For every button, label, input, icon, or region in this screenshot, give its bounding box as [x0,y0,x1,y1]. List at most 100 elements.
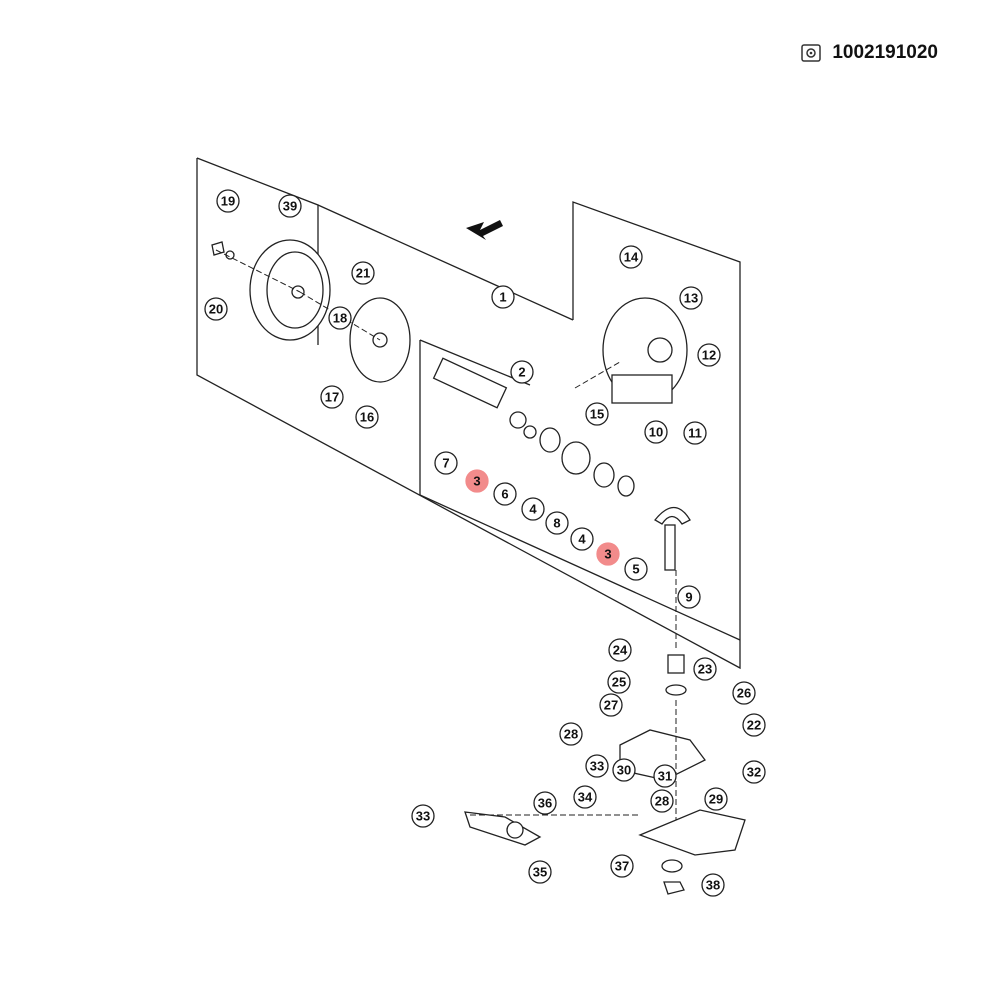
callout-19[interactable]: 19 [216,189,240,213]
part-number-header: 1002191020 [800,42,938,64]
callout-3[interactable]: 3 [596,542,620,566]
callout-circle [677,585,701,609]
callout-label: 3 [604,547,611,562]
callout-23[interactable]: 23 [693,657,717,681]
lever-part [464,811,542,846]
callout-10[interactable]: 10 [644,420,668,444]
callout-11[interactable]: 11 [683,421,707,445]
callout-circle [491,285,515,309]
callout-16[interactable]: 16 [355,405,379,429]
callout-circle [624,557,648,581]
callout-34[interactable]: 34 [573,785,597,809]
callout-39[interactable]: 39 [278,194,302,218]
callout-6[interactable]: 6 [493,482,517,506]
callout-label: 2 [518,365,525,380]
callout-label: 26 [737,686,751,701]
callout-circle [278,194,302,218]
callout-37[interactable]: 37 [610,854,634,878]
inner-panel-outline [419,340,741,641]
callout-1[interactable]: 1 [491,285,515,309]
callout-label: 29 [709,792,723,807]
callout-circle [732,681,756,705]
callout-22[interactable]: 22 [742,713,766,737]
callout-8[interactable]: 8 [545,511,569,535]
callout-label: 20 [209,302,223,317]
callout-label: 21 [356,266,370,281]
callout-12[interactable]: 12 [697,343,721,367]
fork-part [654,506,691,525]
callout-35[interactable]: 35 [528,860,552,884]
callout-circle [679,286,703,310]
callout-circle [434,451,458,475]
callout-circle [355,405,379,429]
callout-15[interactable]: 15 [585,402,609,426]
callout-27[interactable]: 27 [599,693,623,717]
callout-label: 35 [533,865,547,880]
callout-17[interactable]: 17 [320,385,344,409]
callout-13[interactable]: 13 [679,286,703,310]
callout-label: 19 [221,194,235,209]
callout-2[interactable]: 2 [510,360,534,384]
callout-21[interactable]: 21 [351,261,375,285]
callout-label: 38 [706,878,720,893]
callout-5[interactable]: 5 [624,557,648,581]
callout-circle [216,189,240,213]
callout-circle [510,360,534,384]
callout-18[interactable]: 18 [328,306,352,330]
callout-25[interactable]: 25 [607,670,631,694]
callout-circle [683,421,707,445]
callout-20[interactable]: 20 [204,297,228,321]
callout-label: 30 [617,763,631,778]
callout-3[interactable]: 3 [465,469,489,493]
callout-label: 9 [685,590,692,605]
callout-circle [585,402,609,426]
callout-circle [608,638,632,662]
inner-panel-top [419,339,531,386]
callout-circle [644,420,668,444]
callout-label: 27 [604,698,618,713]
callout-label: 34 [578,790,593,805]
callout-circle [653,764,677,788]
callout-label: 6 [501,487,508,502]
callout-circle [650,789,674,813]
shaft-part [432,357,508,409]
callout-7[interactable]: 7 [434,451,458,475]
callout-circle [704,787,728,811]
callout-14[interactable]: 14 [619,245,643,269]
callout-30[interactable]: 30 [612,758,636,782]
callout-4[interactable]: 4 [570,527,594,551]
callout-28[interactable]: 28 [559,722,583,746]
parts-drawings [211,239,746,895]
callout-4[interactable]: 4 [521,497,545,521]
callout-33[interactable]: 33 [411,804,435,828]
callout-24[interactable]: 24 [608,638,632,662]
callout-label: 13 [684,291,698,306]
callout-9[interactable]: 9 [677,585,701,609]
callout-circle [701,873,725,897]
callout-circle [570,527,594,551]
callout-32[interactable]: 32 [742,760,766,784]
callout-circle [697,343,721,367]
callout-circle [585,754,609,778]
callout-circle [596,542,620,566]
callout-36[interactable]: 36 [533,791,557,815]
main-panel-outline [196,158,741,670]
callout-26[interactable]: 26 [732,681,756,705]
callout-circle [465,469,489,493]
callout-label: 33 [416,809,430,824]
callout-28[interactable]: 28 [650,789,674,813]
panel-outlines [196,157,741,670]
callout-circle [742,760,766,784]
callout-circle [320,385,344,409]
callout-29[interactable]: 29 [704,787,728,811]
callout-38[interactable]: 38 [701,873,725,897]
callout-circle [411,804,435,828]
callout-circle [204,297,228,321]
callout-label: 5 [632,562,639,577]
callout-label: 16 [360,410,374,425]
callout-label: 32 [747,765,761,780]
callout-31[interactable]: 31 [653,764,677,788]
callout-label: 15 [590,407,604,422]
callout-33[interactable]: 33 [585,754,609,778]
